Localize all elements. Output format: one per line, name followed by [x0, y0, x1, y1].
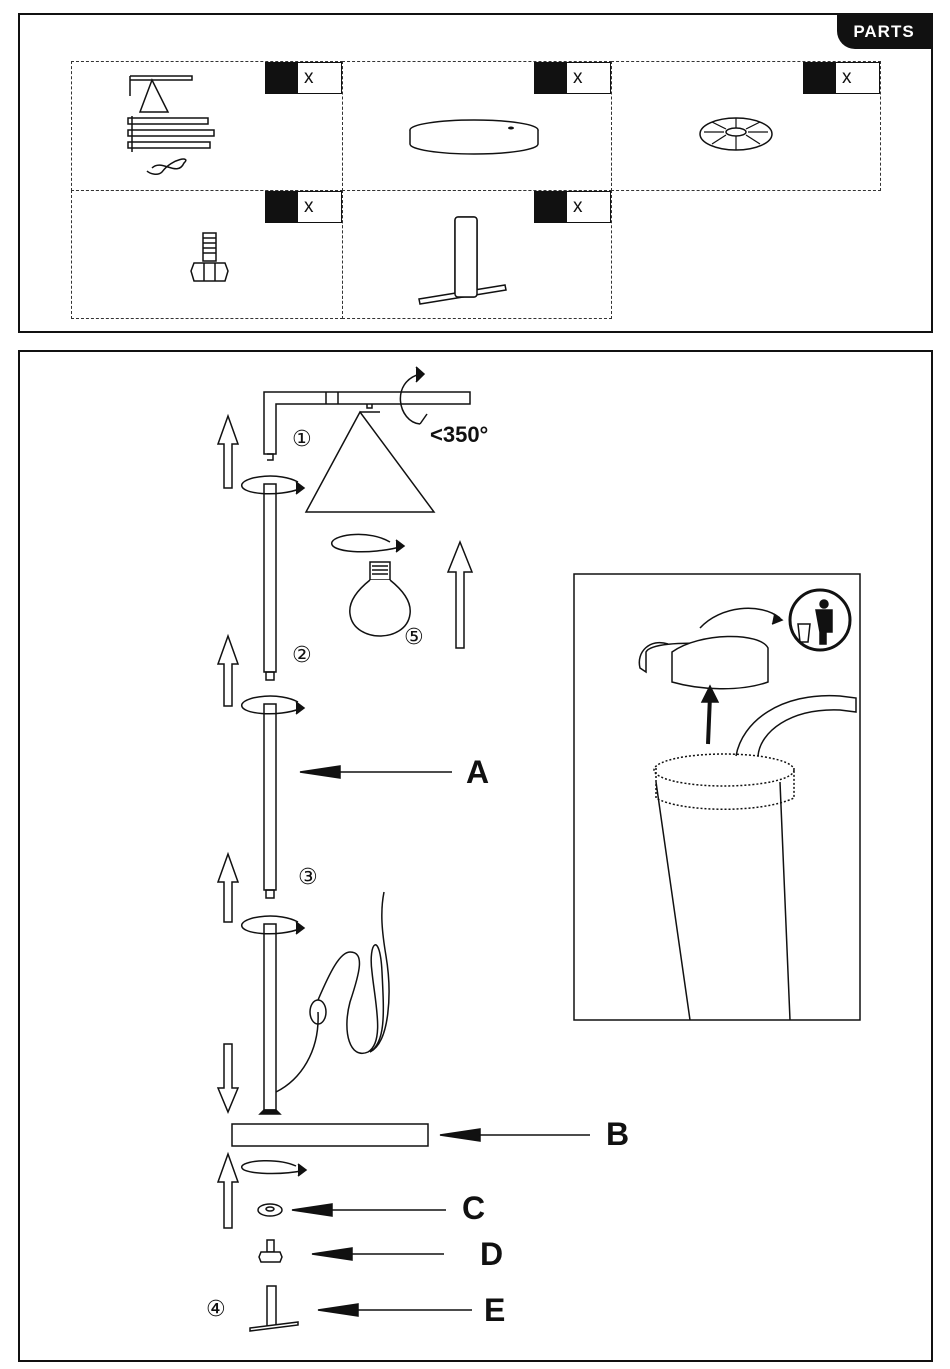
- part-cell-lamp-kit: x: [71, 61, 343, 191]
- rotate-arrow-icon: [332, 534, 404, 552]
- quantity-box: x: [534, 62, 611, 94]
- bolt-icon: [190, 231, 230, 287]
- pole-segment-2-icon: [264, 704, 276, 898]
- step-number-2: ②: [292, 642, 312, 668]
- lamp-kit-icon: [122, 68, 252, 186]
- quantity-box: x: [265, 62, 342, 94]
- callout-e: E: [484, 1292, 505, 1329]
- part-cell-bolt: x: [71, 190, 343, 319]
- pole-segment-1-icon: [264, 484, 276, 680]
- tool-key-icon: [413, 211, 513, 311]
- base-disc-icon: [407, 118, 541, 158]
- down-arrow-icon: [218, 1044, 238, 1112]
- washer-small-icon: [258, 1204, 282, 1216]
- callout-arrows: [292, 766, 590, 1316]
- quantity-box: x: [534, 191, 611, 223]
- quantity-box: x: [803, 62, 880, 94]
- part-cell-tool: x: [342, 190, 612, 319]
- washer-icon: [696, 112, 776, 158]
- up-arrow-icon: [218, 416, 472, 1228]
- step-number-4: ④: [206, 1296, 226, 1322]
- cap-removal-inset: [574, 574, 860, 1020]
- quantity-box: x: [265, 191, 342, 223]
- part-cell-base: x: [342, 61, 612, 191]
- callout-c: C: [462, 1190, 485, 1227]
- rotation-limit-label: <350°: [430, 422, 488, 448]
- lamp-shade-icon: [306, 404, 434, 512]
- pole-segment-3-icon: [260, 924, 280, 1114]
- parts-panel: PARTS x x: [18, 13, 933, 333]
- callout-b: B: [606, 1116, 629, 1153]
- step-number-5: ⑤: [404, 624, 424, 650]
- part-cell-washer: x: [611, 61, 881, 191]
- assembly-panel: <350° ① ② ③ ④ ⑤ A B C D E: [18, 350, 933, 1362]
- parts-grid: x x x: [71, 61, 881, 319]
- rotate-arrow-icon: [242, 1161, 306, 1176]
- callout-a: A: [466, 754, 489, 791]
- parts-title: PARTS: [837, 15, 931, 49]
- light-bulb-icon: [350, 562, 410, 636]
- step-number-1: ①: [292, 426, 312, 452]
- base-plate-icon: [232, 1124, 428, 1146]
- bolt-small-icon: [259, 1240, 282, 1262]
- step-number-3: ③: [298, 864, 318, 890]
- power-cord-icon: [276, 892, 389, 1092]
- tool-small-icon: [250, 1286, 298, 1331]
- callout-d: D: [480, 1236, 503, 1273]
